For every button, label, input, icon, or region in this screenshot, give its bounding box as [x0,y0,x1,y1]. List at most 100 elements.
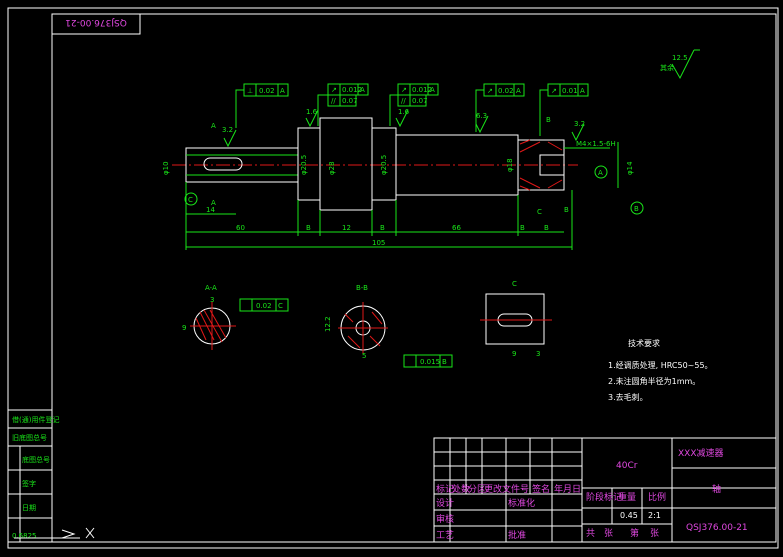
svg-text:6.3: 6.3 [476,112,487,120]
dia-collar: φ28 [328,161,336,175]
svg-text:0.012: 0.012 [412,86,432,94]
svg-text:3: 3 [210,296,214,304]
svg-text:年月日: 年月日 [554,483,581,495]
tolerance-frame-4: ↗ 0.012 A [397,83,439,96]
svg-text:B: B [380,224,385,232]
svg-text:工艺: 工艺 [436,530,454,541]
tolerance-frame-1: ⊥ 0.02 A [235,83,289,128]
rotated-drawing-number: QSJ376.00-21 [65,17,127,27]
tb-weight: 0.45 [620,511,638,520]
svg-text:9: 9 [182,324,186,332]
keyway-slot [203,157,243,171]
svg-text:0.02: 0.02 [259,87,275,95]
rotated-number-box [51,13,141,35]
svg-text:↗: ↗ [401,86,407,94]
svg-text:审核: 审核 [436,513,454,525]
end-hatch [519,139,565,191]
thread-callout: M4×1.5-6H [576,140,616,148]
svg-text:14: 14 [206,206,215,214]
dimensions: 14 60 B 12 B 66 B 105 B [185,182,573,250]
svg-text:C: C [278,302,283,310]
svg-text:A: A [580,87,585,95]
top-roughness-value: 12.5 [672,54,688,62]
svg-text:标准化: 标准化 [508,497,535,509]
svg-text:B: B [546,116,551,124]
dia-left: φ10 [162,161,170,175]
svg-text:3: 3 [536,350,540,358]
svg-text:60: 60 [236,224,245,232]
svg-text:B: B [306,224,311,232]
main-shaft-view: φ10 φ20.5 φ28 φ20.5 φ18 φ14 M4×1.5-6H [162,117,634,211]
section-aa-title: A-A [205,284,217,292]
svg-text:A: A [430,86,435,94]
svg-text:比例: 比例 [648,491,666,503]
outer-frame [7,7,779,549]
svg-text://: // [331,97,336,105]
svg-text:0.02: 0.02 [256,302,272,310]
title-block: 40Cr XXX减速器 轴 QSJ376.00-21 2:1 0.45 阶段标记… [433,437,777,543]
svg-text:A: A [598,169,603,177]
svg-text:共: 共 [586,528,595,539]
svg-text:签字: 签字 [22,479,36,488]
svg-text:A: A [360,86,365,94]
tb-drawing-no: QSJ376.00-21 [686,523,748,533]
svg-text:0.07: 0.07 [342,97,358,105]
svg-text:↗: ↗ [551,87,557,95]
tech-item-2: 2.未注圆角半径为1mm。 [608,376,700,386]
tolerance-frame-2: ↗ 0.012 A [327,83,369,96]
detail-c: C 9 3 [480,280,552,358]
section-markers: A A B B C C A B [184,116,644,216]
svg-text:↗: ↗ [331,86,337,94]
svg-text:1.6: 1.6 [398,108,410,116]
svg-text:66: 66 [452,224,461,232]
section-bb-title: B-B [356,284,368,292]
top-roughness-note: 其余 [660,63,674,72]
top-roughness-symbol: 12.5 其余 [660,49,700,80]
roughness-symbols: 3.2 1.6 1.6 6.3 3.2 [222,108,585,148]
dia-right: φ18 [506,158,514,172]
svg-text:标记: 标记 [436,483,454,495]
svg-text:0.07: 0.07 [412,97,428,105]
svg-text:签名: 签名 [532,483,550,495]
svg-text:重量: 重量 [618,491,636,503]
detail-c-title: C [512,280,517,288]
svg-text:B: B [564,206,569,214]
tolerance-frame-6: ↗ 0.02 A [475,83,525,132]
svg-text:0.6825: 0.6825 [12,532,37,540]
tech-title: 技术要求 [628,338,660,348]
svg-text:5: 5 [362,352,366,360]
svg-text:阶段标记: 阶段标记 [586,491,622,503]
svg-text:0.012: 0.012 [342,86,362,94]
tolerance-frame-5: // 0.07 [389,94,428,126]
svg-text:3.2: 3.2 [574,120,585,128]
svg-text:处数: 处数 [452,483,470,495]
svg-text:A: A [516,87,521,95]
svg-text:C: C [188,196,193,204]
tolerance-frame-3: // 0.07 [317,94,358,126]
svg-text:0.01: 0.01 [562,87,578,95]
tech-item-3: 3.去毛刺。 [608,392,648,402]
svg-text:设计: 设计 [436,497,454,509]
svg-text:B: B [520,224,525,232]
svg-text:⊥: ⊥ [247,87,253,95]
ucs-icon [14,527,95,539]
svg-text:3.2: 3.2 [222,126,233,134]
svg-text:A: A [280,87,285,95]
svg-text:↗: ↗ [487,87,493,95]
svg-text:0.02: 0.02 [498,87,514,95]
inner-frame [51,13,777,543]
section-a-a: A-A 3 9 0.02 C [182,284,289,350]
svg-text:B: B [634,205,639,213]
svg-text:B: B [544,224,549,232]
svg-text:A: A [211,122,216,130]
svg-text:9: 9 [512,350,516,358]
svg-text:分区: 分区 [468,484,486,495]
dia-step-2: φ20.5 [380,155,388,175]
svg-text:张: 张 [650,528,659,539]
tb-part-name: 轴 [712,483,721,495]
tb-company: XXX减速器 [678,447,724,459]
svg-text:张: 张 [604,528,613,539]
side-table: 借(通)用件登记 旧底图总号 底图总号 签字 日期 0.6825 [7,409,59,543]
